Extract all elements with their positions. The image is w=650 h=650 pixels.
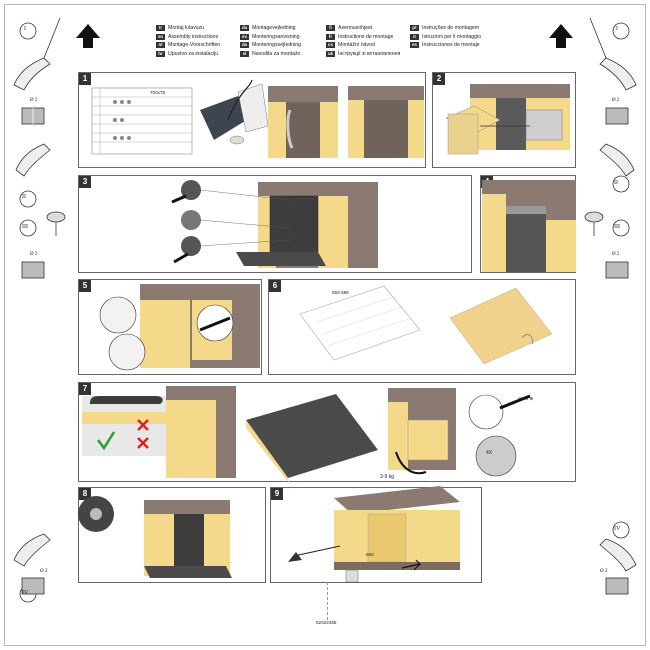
side-roman-4-right: IV <box>614 526 621 532</box>
panel8-drawing <box>78 496 232 578</box>
panel7-drawing <box>82 386 531 484</box>
side-roman-3-right: III <box>614 224 620 230</box>
dimension-label: 600 <box>366 552 374 557</box>
panel5-drawing <box>99 284 260 371</box>
hole-diameter-left-2: Ø 2 <box>30 252 38 257</box>
left-drill-group <box>13 17 66 603</box>
panel9-drawing <box>288 486 460 583</box>
hole-diameter-right-3: Ø 2 <box>600 569 608 574</box>
side-roman-3: III <box>22 224 28 230</box>
instruction-sheet <box>4 4 646 646</box>
panel4-drawing <box>482 180 576 272</box>
step-number: 3 <box>79 176 91 188</box>
hole-diameter-right-1: Ø 2 <box>612 98 620 103</box>
door-weight-label: 3-9 kg <box>380 474 394 480</box>
hole-diameter-left-3: Ø 2 <box>40 569 48 574</box>
fold-line <box>327 582 328 620</box>
panel1-drawing <box>91 79 424 158</box>
right-drill-group <box>584 17 637 595</box>
step-number: 5 <box>79 280 91 292</box>
hole-diameter-left-1: Ø 2 <box>30 98 38 103</box>
template-size-label: 592-596 <box>332 290 349 295</box>
side-roman-1: I <box>24 26 26 32</box>
up-arrow-right-icon <box>549 24 573 48</box>
side-roman-2: II <box>22 194 26 200</box>
step-number: 1 <box>79 73 91 85</box>
panel2-drawing <box>445 84 570 155</box>
panel6-drawing <box>299 285 553 365</box>
side-roman-1-right: I <box>616 26 618 32</box>
step-number: 7 <box>79 383 91 395</box>
count-label: 4X <box>486 450 493 456</box>
up-arrow-left-icon <box>76 24 100 48</box>
document-number: 52022368 <box>316 620 337 625</box>
step-number: 2 <box>433 73 445 85</box>
step-number: 9 <box>271 488 283 500</box>
side-roman-2-right: II <box>614 180 618 186</box>
side-roman-4: IV <box>22 590 29 596</box>
step-number: 8 <box>79 488 91 500</box>
tool-label: m3m ⊕ <box>518 396 534 401</box>
hole-diameter-right-2: Ø 2 <box>612 252 620 257</box>
step-number: 6 <box>269 280 281 292</box>
parts-size-label: 700x75 <box>150 90 166 95</box>
panel3-drawing <box>171 180 378 268</box>
